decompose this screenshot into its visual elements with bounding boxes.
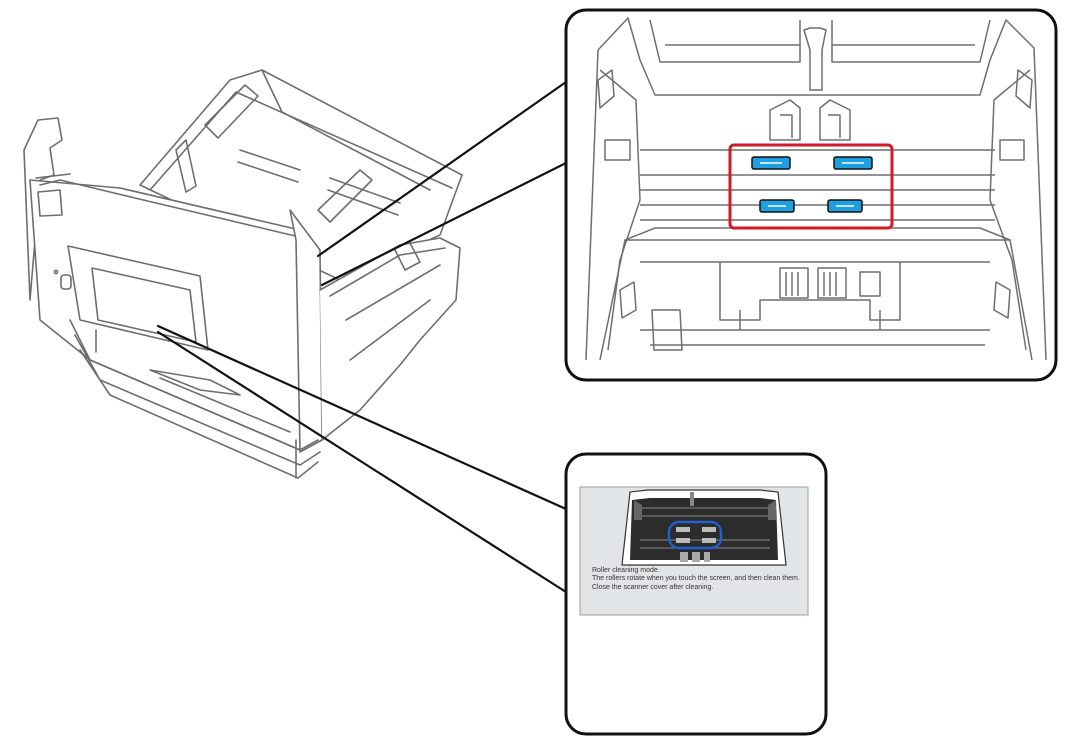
- feed-rollers: [751, 156, 873, 213]
- roller-highlight-box: [728, 143, 894, 230]
- screen-line-mode: Roller cleaning mode.: [592, 567, 660, 574]
- touch-screen-callout: [564, 452, 828, 736]
- screen-line-instruction: The rollers rotate when you touch the sc…: [592, 575, 800, 583]
- leader-lines: [156, 80, 568, 594]
- roller-closeup-callout: [564, 8, 1058, 382]
- scanner-body: [23, 69, 463, 479]
- screen-line-close-cover: Close the scanner cover after cleaning.: [592, 583, 714, 591]
- screen-message: Roller cleaning mode. The rollers rotate…: [592, 567, 806, 592]
- screen-roller-highlight: [667, 520, 723, 550]
- screen-scanner-image: [621, 489, 787, 566]
